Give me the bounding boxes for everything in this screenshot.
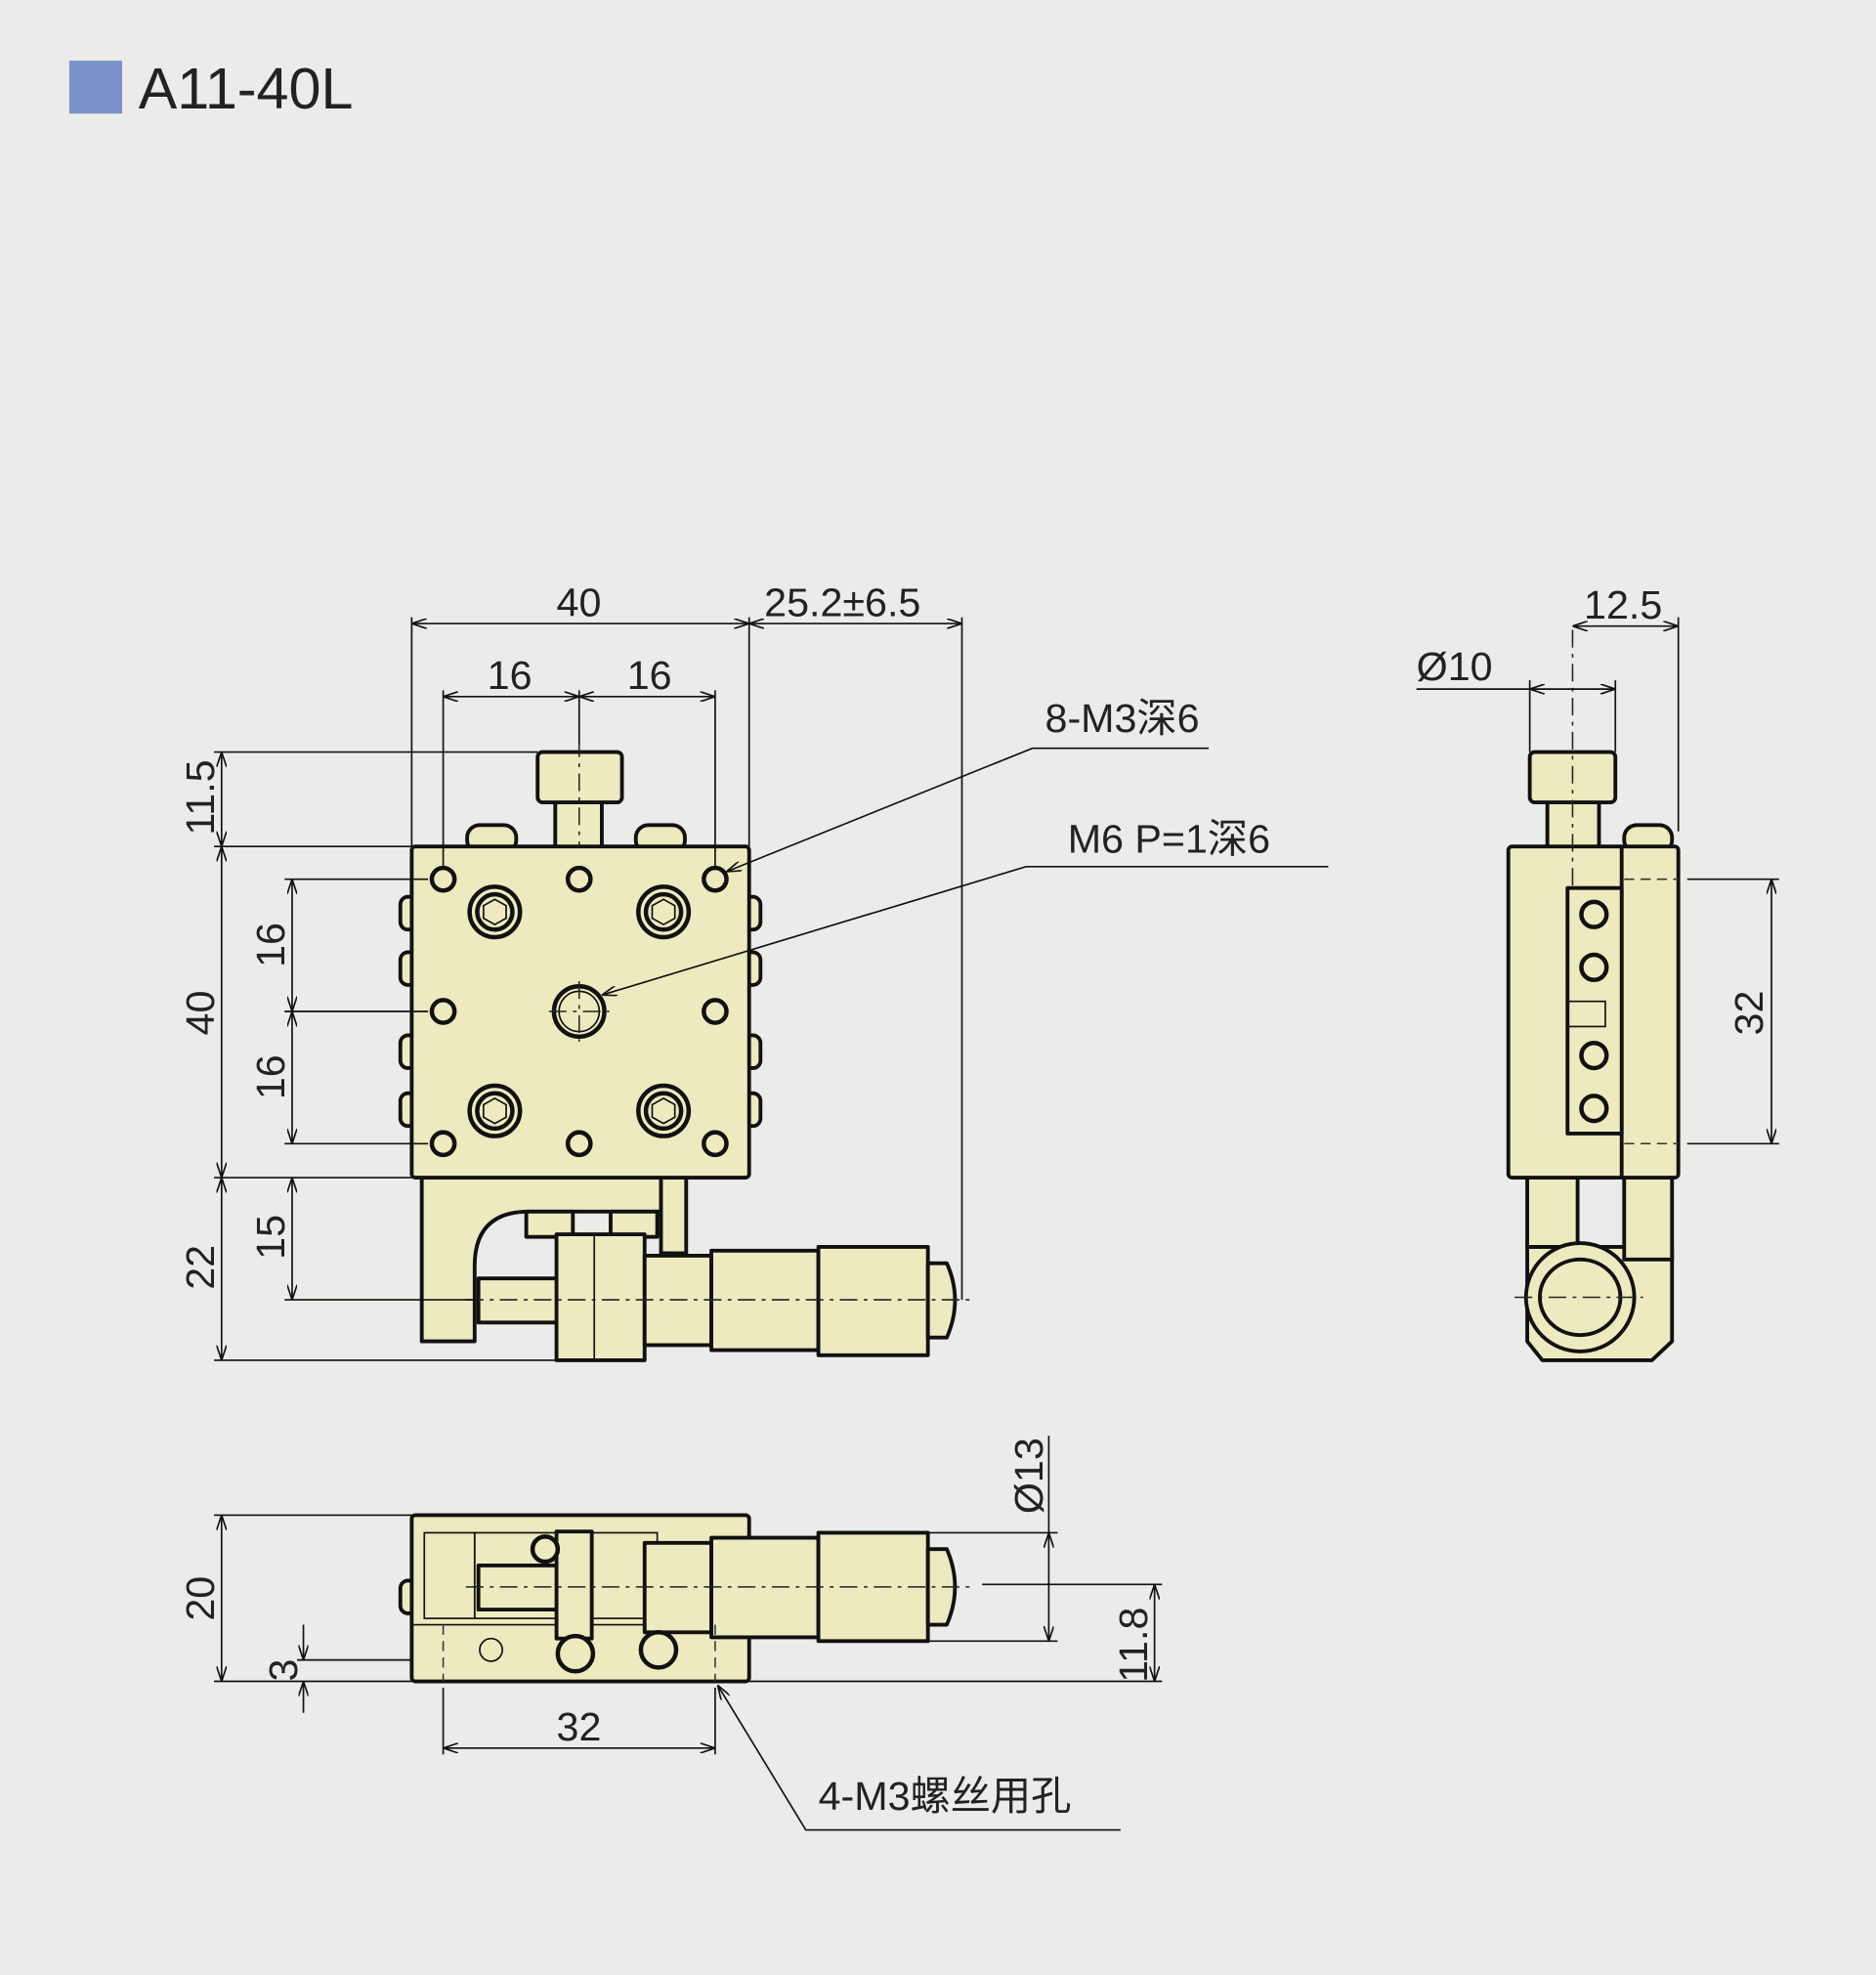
dim-step: 3 [261, 1659, 306, 1682]
m3-tapped-holes [429, 865, 729, 1158]
dim-micrometer-diameter: Ø13 [1006, 1438, 1051, 1514]
dim-bracket-height: 22 [178, 1245, 223, 1290]
dim-height: 40 [178, 991, 223, 1036]
title-marker [68, 61, 122, 114]
front-view: 40 25.2±6.5 16 16 11.5 40 22 16 16 15 8-… [178, 580, 1329, 1362]
dim-pitch-right: 16 [627, 653, 672, 698]
dim-hole-pitch-side: 32 [1727, 991, 1771, 1036]
callout-tapped-holes: 8-M3深6 [1045, 696, 1200, 741]
dim-axis-height: 11.8 [1111, 1608, 1156, 1683]
cap-screws [467, 884, 692, 1138]
title-block: A11-40L [68, 56, 354, 121]
dim-knob-diameter: Ø10 [1417, 644, 1493, 689]
model-title: A11-40L [139, 56, 354, 121]
dim-knob-height: 11.5 [178, 759, 223, 835]
dim-micrometer-offset: 15 [248, 1215, 293, 1260]
dim-pitch-lower: 16 [248, 1054, 293, 1099]
dim-pitch-upper: 16 [248, 923, 293, 967]
dim-pitch-left: 16 [488, 653, 533, 698]
dim-width: 40 [557, 580, 602, 624]
dim-hole-pitch-bottom: 32 [557, 1704, 602, 1749]
gib-screws [1579, 899, 1609, 1124]
dim-thickness: 20 [178, 1576, 223, 1621]
callout-center-hole: M6 P=1深6 [1068, 817, 1270, 862]
bottom-view: 20 3 32 Ø13 11.8 4-M3螺丝用孔 [178, 1436, 1163, 1831]
dim-knob-offset: 12.5 [1584, 582, 1662, 627]
dim-travel: 25.2±6.5 [764, 580, 920, 624]
callout-mount-holes: 4-M3螺丝用孔 [819, 1774, 1072, 1819]
side-view: 12.5 Ø10 32 [1417, 582, 1779, 1362]
